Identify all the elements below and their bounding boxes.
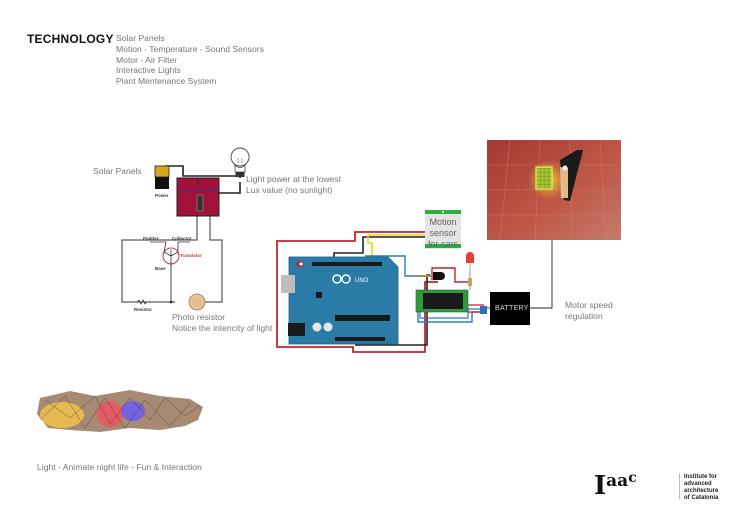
battery-label: BATTERY xyxy=(495,305,529,312)
npn-transistor-icon xyxy=(418,272,445,280)
resistor-label: Resistor xyxy=(134,307,153,312)
photo-resistor-icon xyxy=(188,293,206,311)
arduino-uno-label: UNO xyxy=(355,278,369,284)
arduino-wiring xyxy=(276,231,490,353)
solar-panels-label: Solar Panels xyxy=(93,166,142,176)
logo-tagline: Institute for advanced architecture of C… xyxy=(684,474,719,501)
collector-label: Collector xyxy=(172,236,192,241)
motor-speed-label: Motor speed regulation xyxy=(565,300,613,321)
logo-letter-c: c xyxy=(628,470,637,486)
tech-item: Motor - Air Filter xyxy=(116,54,178,65)
transistor-icon xyxy=(150,241,190,304)
base-label: Base xyxy=(155,266,166,271)
battery-box xyxy=(490,292,530,325)
power-battery-icon xyxy=(154,165,170,189)
light-caption: Light - Animate night life - Fun & Inter… xyxy=(37,462,202,472)
relay-module xyxy=(415,289,487,314)
light-bulb-icon xyxy=(230,147,250,177)
logo-letter-i: I xyxy=(594,471,607,501)
led-icon xyxy=(466,252,474,290)
light-power-label: Light power at the lowest Lux value (no … xyxy=(246,174,342,195)
emitter-label: Emitter xyxy=(143,236,159,241)
logo-letters: aa xyxy=(606,471,629,491)
tech-item: Interactive Lights xyxy=(116,65,181,76)
logo-divider xyxy=(679,473,680,499)
tech-item: Plant Mentenance System xyxy=(116,76,217,87)
arduino-board xyxy=(281,256,399,345)
technology-list: Solar Panels Motion - Temperature - Soun… xyxy=(116,33,264,87)
power-label: Power xyxy=(155,193,169,198)
tech-item: Solar Panels xyxy=(116,33,165,43)
motion-sensor xyxy=(425,210,461,249)
light-render-image xyxy=(37,390,203,432)
section-title: TECHNOLOGY xyxy=(27,32,114,46)
transistor-label: Transistor xyxy=(180,253,202,258)
resistor-icon xyxy=(136,299,148,305)
tech-item: Motion - Temperature - Sound Sensors xyxy=(116,43,264,54)
iaac-logo: Iaac xyxy=(594,470,637,501)
solar-circuit xyxy=(121,147,250,311)
motion-sensor-label: Motion sensor for cars xyxy=(427,217,458,249)
photo-resistor-label: Photo resistor Notice the intencity of l… xyxy=(172,312,273,333)
motor-photo xyxy=(487,139,621,241)
